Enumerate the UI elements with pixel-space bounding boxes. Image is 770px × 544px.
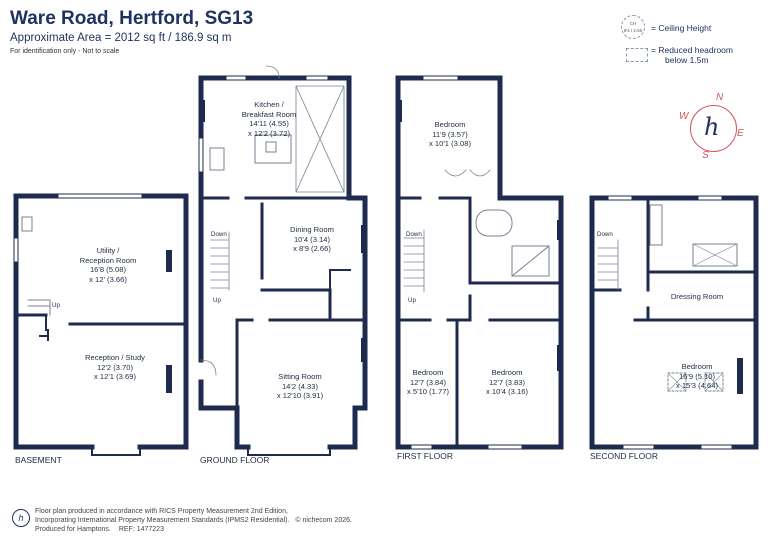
room-label-bedroom-second: Bedroom 16'9 (5.10) x 15'3 (4.64) — [676, 362, 718, 391]
floor-label-basement: BASEMENT — [15, 455, 62, 465]
room-label-reception-study: Reception / Study 12'2 (3.70) x 12'1 (3.… — [85, 353, 145, 382]
room-label-dining: Dining Room 10'4 (3.14) x 8'9 (2.66) — [290, 225, 334, 254]
ceiling-height-legend-value: 8'4 / 2.55 — [623, 28, 643, 33]
room-dimension: 12'7 (3.83) — [488, 377, 526, 387]
room-dimension: x 8'9 (2.66) — [293, 244, 331, 253]
room-dimension: x 10'1 (3.08) — [429, 139, 471, 148]
footer-produced-for: Produced for Hamptons. — [35, 526, 111, 533]
room-dimension: 14'11 (4.55) — [249, 119, 289, 128]
compass-north: N — [716, 92, 724, 103]
room-dimension: x 12'2 (3.72) — [248, 128, 290, 138]
room-name: Breakfast Room — [241, 109, 297, 119]
second-floor-plan — [589, 195, 759, 450]
reduced-headroom-legend-icon — [626, 48, 648, 62]
room-dimension: x 10'4 (3.16) — [486, 387, 528, 396]
room-dimension: 12'2 (3.70) — [96, 362, 134, 372]
floor-label-second: SECOND FLOOR — [590, 451, 659, 461]
footer-copyright: © nichecom 2026. — [295, 517, 352, 524]
footer-line2-text: Incorporating International Property Mea… — [35, 517, 290, 524]
basement-plan — [13, 193, 189, 456]
ground-floor-plan — [198, 65, 368, 456]
floor-label-ground: GROUND FLOOR — [200, 455, 270, 465]
compass-circle — [690, 105, 737, 152]
room-label-sitting: Sitting Room 14'2 (4.33) x 12'10 (3.91) — [277, 372, 323, 401]
room-label-bedroom-first-top: Bedroom 11'9 (3.57) x 10'1 (3.08) — [429, 120, 471, 149]
reduced-headroom-line1: = Reduced headroom — [651, 45, 733, 55]
compass-west: W — [679, 111, 689, 122]
room-dimension: x 12'10 (3.91) — [276, 391, 324, 400]
room-dimension: x 5'10 (1.77) — [407, 387, 449, 396]
stair-label-down-first: Down — [406, 231, 422, 238]
room-name: Reception Room — [79, 255, 137, 265]
room-name: Utility / — [96, 246, 120, 255]
room-dimension: 10'4 (3.14) — [293, 234, 331, 244]
room-label-dressing: Dressing Room — [671, 292, 723, 302]
room-label-kitchen: Kitchen / Breakfast Room 14'11 (4.55) x … — [242, 100, 296, 138]
ceiling-height-legend-label: = Ceiling Height — [651, 23, 712, 33]
room-dimension: 16'9 (5.10) — [678, 371, 716, 381]
approximate-area: Approximate Area = 2012 sq ft / 186.9 sq… — [10, 32, 232, 44]
footer-line1: Floor plan produced in accordance with R… — [35, 508, 288, 515]
room-dimension: 12'7 (3.84) — [409, 377, 447, 387]
reduced-headroom-line2: below 1.5m — [665, 55, 709, 65]
identification-note: For identification only - Not to scale — [10, 48, 120, 55]
room-dimension: 11'9 (3.57) — [432, 129, 468, 139]
room-name: Dressing Room — [670, 292, 724, 301]
floor-label-first: FIRST FLOOR — [397, 451, 454, 461]
stair-label-down-ground: Down — [211, 231, 227, 238]
stair-label-up-basement: Up — [52, 302, 60, 309]
room-label-utility: Utility / Reception Room 16'8 (5.08) x 1… — [80, 246, 137, 284]
room-name: Bedroom — [412, 368, 444, 377]
room-dimension: x 15'3 (4.64) — [676, 381, 718, 390]
ceiling-height-legend-icon: CH 8'4 / 2.55 — [621, 15, 645, 39]
room-dimension: x 12' (3.66) — [89, 274, 127, 284]
stair-label-up-first: Up — [408, 297, 416, 304]
property-title: Ware Road, Hertford, SG13 — [10, 8, 254, 29]
room-name: Dining Room — [290, 225, 334, 234]
footer-line3: Produced for Hamptons. REF: 1477223 — [35, 525, 455, 534]
footer-line2: Incorporating International Property Mea… — [35, 516, 455, 525]
room-name: Bedroom — [491, 368, 523, 377]
stair-label-down-second: Down — [597, 231, 613, 238]
footer-logo-icon: h — [12, 509, 30, 527]
room-label-bedroom-first-left: Bedroom 12'7 (3.84) x 5'10 (1.77) — [407, 368, 449, 397]
ceiling-height-legend-code: CH — [629, 21, 637, 26]
room-dimension: x 12'1 (3.69) — [94, 372, 136, 381]
room-label-bedroom-first-right: Bedroom 12'7 (3.83) x 10'4 (3.16) — [486, 368, 528, 397]
room-name: Reception / Study — [85, 353, 145, 362]
room-name: Sitting Room — [278, 372, 322, 381]
footer-notes: Floor plan produced in accordance with R… — [35, 507, 455, 534]
compass-logo-glyph: h — [704, 113, 720, 141]
reduced-headroom-legend-label: = Reduced headroom below 1.5m — [651, 45, 761, 65]
compass-south: S — [702, 150, 709, 161]
room-name: Bedroom — [434, 120, 466, 129]
room-dimension: 14'2 (4.33) — [281, 381, 319, 391]
room-dimension: 16'8 (5.08) — [89, 265, 127, 274]
room-name: Kitchen / — [254, 100, 284, 109]
footer-ref: REF: 1477223 — [118, 526, 164, 533]
stair-label-up-ground: Up — [213, 297, 221, 304]
room-name: Bedroom — [681, 362, 713, 371]
first-floor-plan — [395, 75, 564, 450]
compass-east: E — [737, 128, 744, 139]
